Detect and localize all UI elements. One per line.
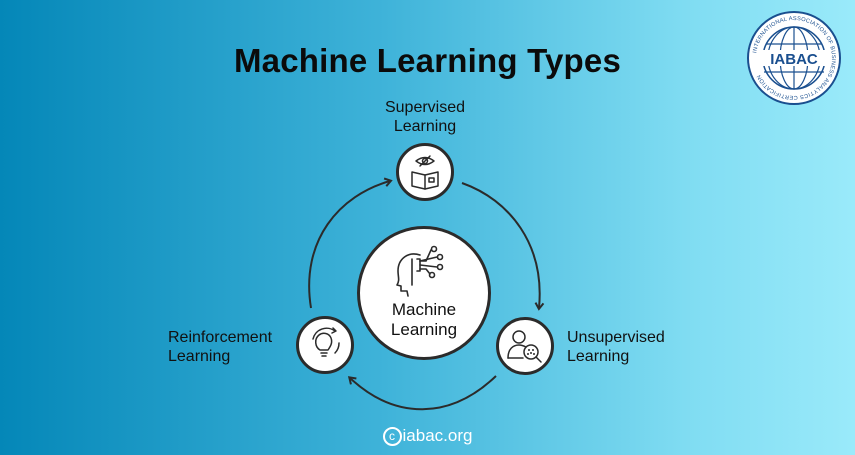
- book-eye-icon: [411, 155, 439, 190]
- footer-text: iabac.org: [402, 426, 473, 445]
- user-search-icon: [507, 330, 542, 363]
- arrow-supervised-to-unsupervised: [461, 182, 545, 311]
- copyright-icon: c: [382, 427, 402, 446]
- label-supervised-learning: Supervised Learning: [384, 99, 466, 135]
- node-unsupervised-learning: [496, 317, 554, 375]
- node-reinforcement-learning: [296, 316, 354, 374]
- node-supervised-learning: [396, 143, 454, 201]
- lightbulb-icon: [312, 327, 340, 357]
- iabac-logo: IABAC INTERNATIONAL ASSOCIATION OF BUSIN…: [747, 11, 841, 105]
- arrow-reinforcement-to-supervised: [308, 177, 393, 309]
- center-node-machine-learning: [357, 226, 491, 360]
- label-reinforcement-learning: Reinforcement Learning: [168, 329, 273, 365]
- page-title: Machine Learning Types: [233, 42, 622, 79]
- arrow-unsupervised-to-reinforcement: [347, 375, 497, 411]
- label-unsupervised-learning: Unsupervised Learning: [567, 329, 665, 365]
- center-label: Machine Learning: [390, 300, 458, 339]
- head-network-icon: [396, 245, 444, 297]
- logo-text: IABAC: [770, 51, 818, 68]
